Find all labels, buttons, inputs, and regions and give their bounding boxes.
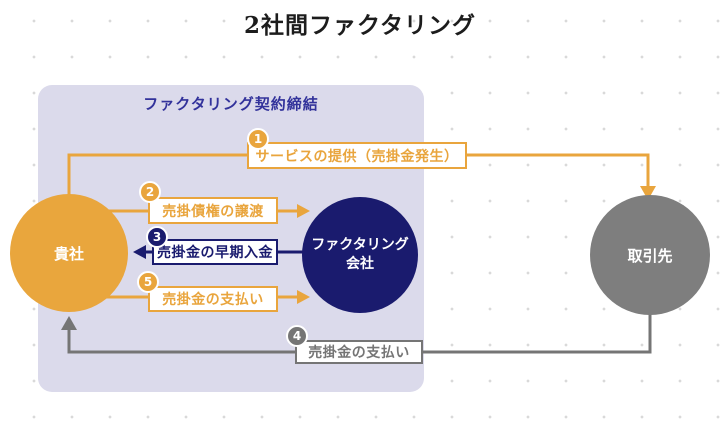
step5-number-badge: 5 (137, 271, 159, 293)
step1-number-badge: 1 (247, 128, 269, 150)
arrow-step3-head-icon (133, 245, 146, 259)
step3-number-badge: 3 (146, 226, 168, 248)
page-title: 2社間ファクタリング (243, 12, 477, 39)
arrow-step5-head-icon (297, 290, 310, 304)
arrow-step4-head-icon (61, 316, 77, 330)
entity-factoring-company: ファクタリング会社 (302, 197, 418, 313)
step3-label-box: 売掛金の早期入金 (152, 239, 278, 265)
step2-number-badge: 2 (139, 181, 161, 203)
entity-your-company-label: 貴社 (53, 244, 84, 263)
contract-panel-label: ファクタリング契約締結 (143, 95, 319, 113)
step4-number-badge: 4 (286, 325, 308, 347)
step2-label: 売掛債権の譲渡 (162, 203, 264, 220)
arrow-step1-head-icon (640, 186, 656, 200)
step4-label-box: 売掛金の支払い (295, 340, 423, 364)
step2-label-box: 売掛債権の譲渡 (148, 197, 278, 224)
step4-label: 売掛金の支払い (308, 345, 410, 361)
entity-factoring-company-label: ファクタリング会社 (311, 237, 409, 272)
arrow-step2-head-icon (297, 204, 310, 218)
step3-label: 売掛金の早期入金 (157, 245, 273, 261)
step1-label: サービスの提供（売掛金発生） (255, 148, 459, 165)
entity-business-partner-label: 取引先 (627, 246, 673, 265)
entity-your-company: 貴社 (10, 194, 128, 312)
step5-label: 売掛金の支払い (162, 292, 264, 308)
step5-label-box: 売掛金の支払い (148, 286, 278, 312)
entity-business-partner: 取引先 (590, 195, 710, 315)
step1-label-box: サービスの提供（売掛金発生） (247, 142, 467, 169)
